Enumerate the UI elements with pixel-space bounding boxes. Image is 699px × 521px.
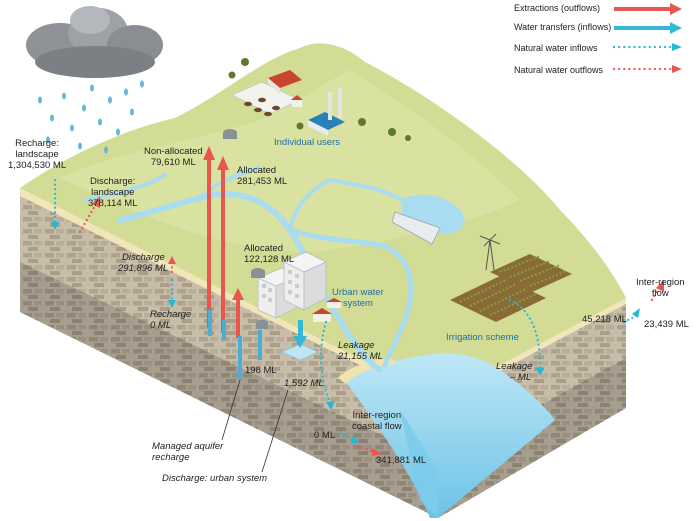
sea <box>345 353 555 518</box>
label-0-ml: 0 ML <box>314 430 336 441</box>
windmill <box>479 233 501 271</box>
farm <box>231 70 303 117</box>
legend-extractions: Extractions (outflows) <box>514 3 601 13</box>
legend-natural-inflows: Natural water inflows <box>514 43 598 53</box>
treatment-plant <box>281 343 319 361</box>
label-discharge-urban-system: Discharge: urban system <box>162 473 268 484</box>
trees <box>228 58 411 141</box>
leader-lines <box>221 379 289 473</box>
label-341881-ml: 341,881 ML <box>376 455 427 466</box>
dam-wall <box>391 211 441 245</box>
label-198-ml: 198 ML <box>245 365 277 376</box>
label-individual-users: Individual users <box>274 137 341 148</box>
label-23439-ml: 23,439 ML <box>644 319 689 330</box>
wells <box>208 310 262 380</box>
legend-transfers: Water transfers (inflows) <box>514 22 612 32</box>
sea-face <box>400 410 438 518</box>
label-leakage-irrigation: Leakage– ML <box>496 361 533 383</box>
extraction-arrows <box>203 146 244 338</box>
factory <box>308 88 345 136</box>
natural-inflow-heads <box>51 222 640 444</box>
legend-symbols <box>612 3 682 73</box>
block-left-face-lower <box>20 262 438 518</box>
sand-layer-left <box>20 188 438 404</box>
transfer-arrows <box>293 320 307 348</box>
rain-drops <box>38 80 144 154</box>
water-tanks <box>223 129 268 329</box>
label-irrigation-scheme: Irrigation scheme <box>446 332 519 343</box>
rain-cloud <box>26 6 163 78</box>
label-1592-ml: 1,592 ML <box>284 378 324 389</box>
legend-natural-outflows: Natural water outflows <box>514 65 604 75</box>
beach <box>338 358 396 384</box>
urban-buildings <box>256 251 342 322</box>
natural-outflow-heads <box>92 196 664 456</box>
river-network <box>83 166 414 373</box>
label-45218-ml: 45,218 ML <box>582 314 627 325</box>
irrigation-fields <box>450 254 572 322</box>
